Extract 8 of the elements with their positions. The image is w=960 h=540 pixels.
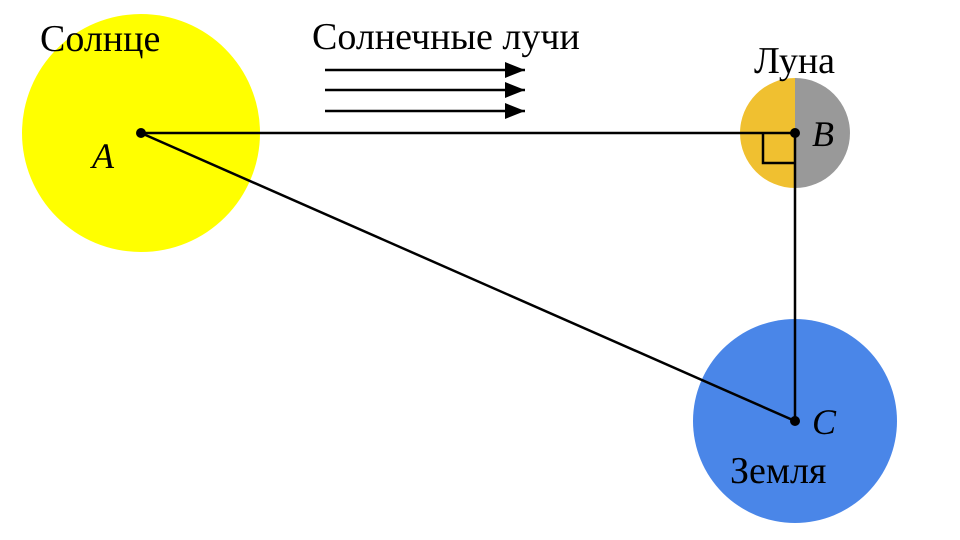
point-letter: A <box>92 138 114 174</box>
body-name: Земля <box>730 452 826 490</box>
point-letter: B <box>812 116 834 152</box>
sun-circle <box>22 14 260 252</box>
body-name: Луна <box>754 42 836 80</box>
earth-circle <box>693 319 897 523</box>
point-letter: C <box>812 404 836 440</box>
rays-caption: Солнечные лучи <box>312 18 580 56</box>
